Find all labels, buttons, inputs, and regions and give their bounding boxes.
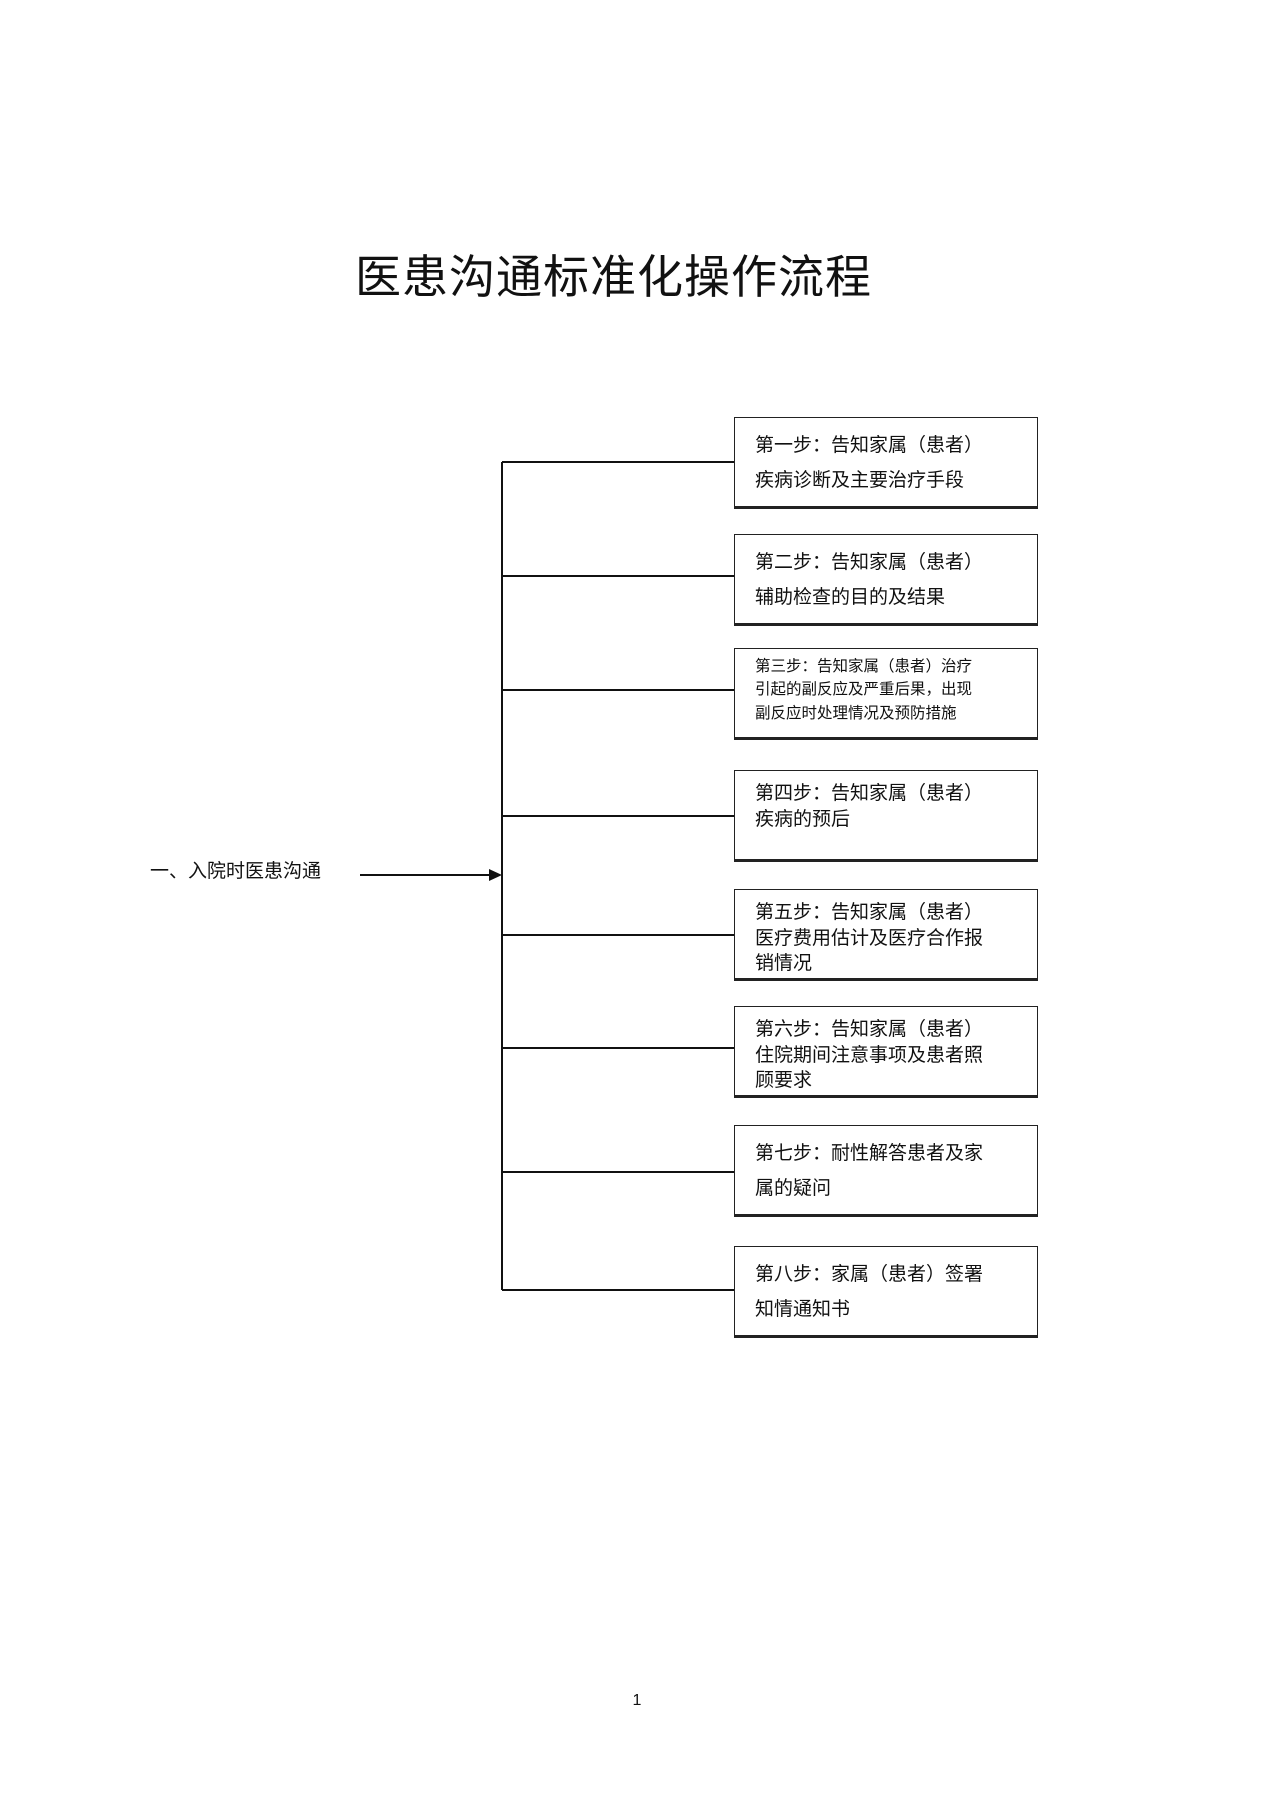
step-text-1: 第一步：告知家属（患者） 疾病诊断及主要治疗手段 <box>755 434 984 492</box>
entry-arrowhead <box>489 869 502 881</box>
step-text-8: 第八步：家属（患者）签署 知情通知书 <box>755 1263 984 1321</box>
step-box-6: 第六步：告知家属（患者） 住院期间注意事项及患者照 顾要求 <box>734 1006 1038 1096</box>
step-box-4: 第四步：告知家属（患者） 疾病的预后 <box>734 770 1038 860</box>
source-label: 一、入院时医患沟通 <box>150 860 322 882</box>
step-box-5: 第五步：告知家属（患者） 医疗费用估计及医疗合作报 销情况 <box>734 889 1038 979</box>
step-text-4: 第四步：告知家属（患者） 疾病的预后 <box>755 782 984 830</box>
step-box-7: 第七步：耐性解答患者及家 属的疑问 <box>734 1125 1038 1215</box>
step-text-5: 第五步：告知家属（患者） 医疗费用估计及医疗合作报 销情况 <box>755 901 984 975</box>
step-text-3: 第三步：告知家属（患者）治疗 引起的副反应及严重后果，出现 副反应时处理情况及预… <box>755 657 973 722</box>
branch-lines <box>502 461 734 1291</box>
step-box-8: 第八步：家属（患者）签署 知情通知书 <box>734 1246 1038 1336</box>
step-box-2: 第二步：告知家属（患者） 辅助检查的目的及结果 <box>734 534 1038 624</box>
step-text-2: 第二步：告知家属（患者） 辅助检查的目的及结果 <box>755 551 984 609</box>
step-text-6: 第六步：告知家属（患者） 住院期间注意事项及患者照 顾要求 <box>755 1018 984 1092</box>
step-box-1: 第一步：告知家属（患者） 疾病诊断及主要治疗手段 <box>734 417 1038 507</box>
page-title: 医患沟通标准化操作流程 <box>355 250 872 304</box>
page-number: 1 <box>632 1692 642 1709</box>
step-box-3: 第三步：告知家属（患者）治疗 引起的副反应及严重后果，出现 副反应时处理情况及预… <box>734 648 1038 738</box>
step-text-7: 第七步：耐性解答患者及家 属的疑问 <box>755 1142 984 1200</box>
